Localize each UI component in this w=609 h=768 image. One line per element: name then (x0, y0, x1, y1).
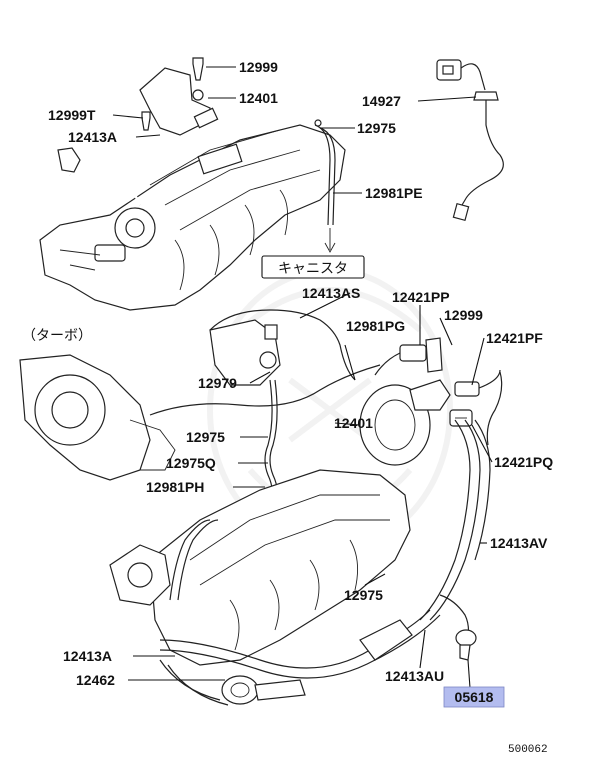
label-12413av: 12413AV (490, 535, 548, 551)
label-12421pq: 12421PQ (494, 454, 553, 470)
sensor-12462 (221, 675, 306, 705)
label-05618[interactable]: 05618 (455, 689, 494, 705)
label-12421pf: 12421PF (486, 330, 543, 346)
label-12421pp: 12421PP (392, 289, 450, 305)
canister-text: キャニスタ (278, 261, 348, 277)
label-12462: 12462 (76, 672, 115, 688)
connector-12421pq (449, 409, 473, 427)
connector-12421pf (454, 369, 501, 397)
label-14927: 14927 (362, 93, 401, 109)
diagram-id: 500062 (508, 744, 548, 756)
label-12413as: 12413AS (302, 285, 360, 301)
top-bracket (139, 57, 219, 136)
label-12413a-top: 12413A (68, 129, 117, 145)
label-12413a-bottom: 12413A (63, 648, 112, 664)
sensor-14927 (436, 59, 504, 222)
turbo-assembly (19, 354, 176, 481)
lower-intake-manifold (109, 469, 411, 666)
label-12975q: 12975Q (166, 455, 216, 471)
label-12999-mid: 12999 (444, 307, 483, 323)
label-turbo: （ターボ） (22, 328, 92, 344)
hose-12413a-top (57, 147, 142, 206)
canister-label: キャニスタ (261, 255, 365, 279)
label-12413au: 12413AU (385, 668, 444, 684)
hose-bundle-bottom (159, 519, 441, 706)
hose-12981pe (314, 119, 336, 253)
solenoid-12401-mid (359, 379, 451, 466)
highlighted-part-05618[interactable]: 05618 (443, 686, 505, 708)
label-12975-mid: 12975 (186, 429, 225, 445)
connector-12421pp (374, 337, 443, 376)
label-12981pg: 12981PG (346, 318, 405, 334)
label-12999t: 12999T (48, 107, 96, 123)
label-12975-top: 12975 (357, 120, 396, 136)
label-12999-top: 12999 (239, 59, 278, 75)
label-12401-mid: 12401 (334, 415, 373, 431)
upper-intake-manifold (39, 124, 346, 311)
label-12975-bottom: 12975 (344, 587, 383, 603)
label-12981ph: 12981PH (146, 479, 204, 495)
sensor-05618 (439, 594, 477, 661)
hose-network-middle (149, 309, 503, 621)
vsv-12979-area (209, 319, 281, 386)
part-labels: 12999 12401 12999T 12413A 12975 14927 12… (22, 59, 553, 688)
leader-lines (112, 66, 493, 689)
label-12401-top: 12401 (239, 90, 278, 106)
label-12981pe: 12981PE (365, 185, 423, 201)
label-12979: 12979 (198, 375, 237, 391)
